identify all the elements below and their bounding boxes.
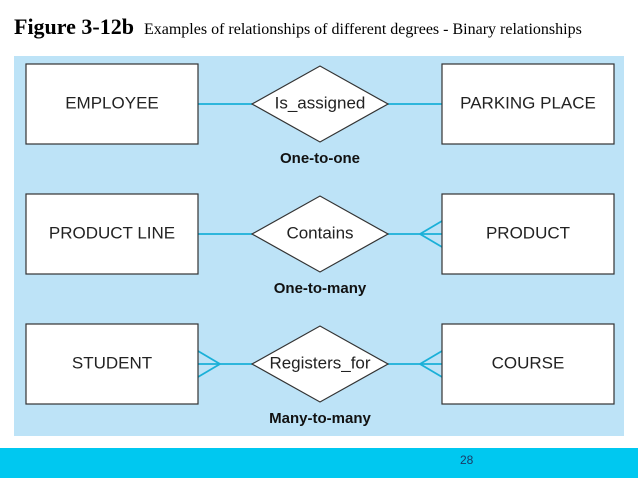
entity-label-right: PRODUCT xyxy=(486,223,570,242)
page-number: 28 xyxy=(460,453,474,467)
degree-label: Many-to-many xyxy=(269,410,371,427)
crowfoot-right xyxy=(419,220,443,248)
relationship-diamond xyxy=(250,65,390,143)
entity-box-right xyxy=(441,323,615,405)
relationship-diamond xyxy=(250,195,390,273)
degree-label: One-to-many xyxy=(274,280,367,297)
relationship-label: Is_assigned xyxy=(275,93,366,112)
relationship-diamond xyxy=(250,325,390,403)
degree-label: One-to-one xyxy=(280,150,360,167)
entity-box-left xyxy=(25,63,199,145)
crowfoot-prong xyxy=(419,363,443,378)
entity-label-left: PRODUCT LINE xyxy=(49,223,175,242)
crowfoot-right xyxy=(419,350,443,378)
entity-label-left: EMPLOYEE xyxy=(65,93,159,112)
entity-label-right: COURSE xyxy=(492,353,565,372)
entity-box-right xyxy=(441,63,615,145)
crowfoot-prong xyxy=(419,220,443,235)
figure-title: Figure 3-12b Examples of relationships o… xyxy=(14,14,582,40)
figure-number: Figure 3-12b xyxy=(14,14,134,39)
relationship-label: Registers_for xyxy=(269,353,370,372)
crowfoot-prong xyxy=(197,350,221,365)
entity-box-right xyxy=(441,193,615,275)
figure-caption: Examples of relationships of different d… xyxy=(143,21,582,38)
crowfoot-prong xyxy=(419,350,443,365)
crowfoot-left xyxy=(197,350,221,378)
relationship-label: Contains xyxy=(286,223,353,242)
crowfoot-prong xyxy=(419,233,443,248)
entity-box-left xyxy=(25,323,199,405)
entity-label-left: STUDENT xyxy=(72,353,152,372)
entity-box-left xyxy=(25,193,199,275)
entity-label-right: PARKING PLACE xyxy=(460,93,596,112)
crowfoot-prong xyxy=(197,363,221,378)
footer-bar: 28 xyxy=(0,448,638,478)
er-diagram: EMPLOYEE PARKING PLACE Is_assignedOne-to-o… xyxy=(25,63,615,427)
